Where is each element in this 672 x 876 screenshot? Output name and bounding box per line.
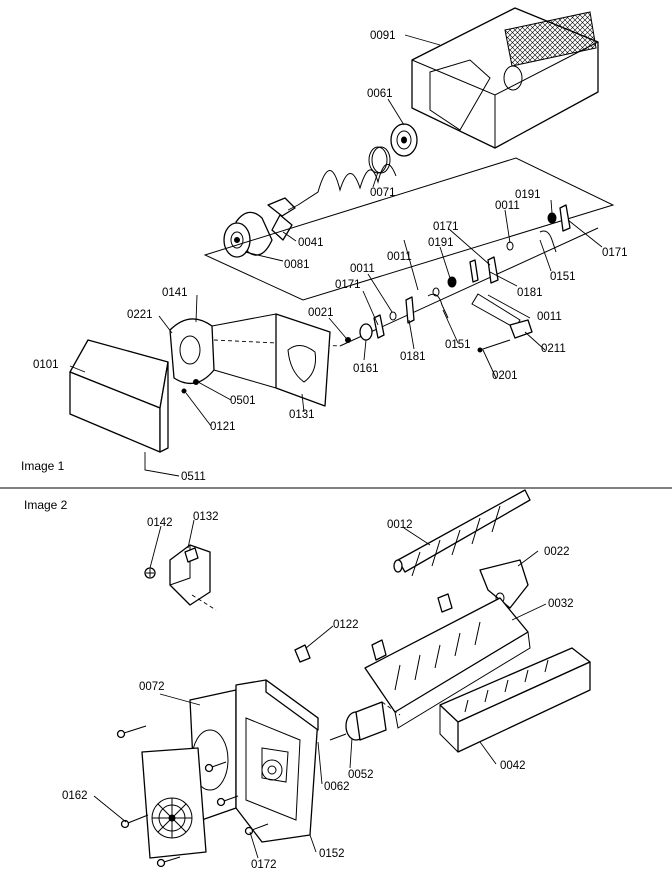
callout-0021: 0021 [308, 307, 334, 319]
callout-0151: 0151 [445, 339, 471, 351]
callout-0141: 0141 [162, 287, 188, 299]
callout-0132: 0132 [193, 511, 219, 523]
ejector-0012 [393, 489, 531, 577]
cover-0101 [69, 339, 169, 453]
callout-0152: 0152 [319, 848, 345, 860]
callout-0071: 0071 [370, 187, 396, 199]
callout-0171: 0171 [602, 247, 628, 259]
callout-0121: 0121 [210, 421, 236, 433]
callout-0032: 0032 [548, 598, 574, 610]
screws-image2 [116, 725, 269, 868]
caption-image-2: Image 2 [24, 498, 68, 512]
callout-0091: 0091 [370, 30, 396, 42]
callout-0151: 0151 [550, 271, 576, 283]
face-plate-0152 [141, 747, 207, 859]
housing-0141 [169, 313, 277, 394]
callout-0161: 0161 [353, 363, 379, 375]
ice-bucket-0091 [411, 7, 599, 149]
callout-0072: 0072 [139, 681, 165, 693]
callout-0221: 0221 [127, 309, 153, 321]
plate-0131 [275, 313, 331, 407]
callout-0061: 0061 [367, 88, 393, 100]
leader-lines [69, 34, 603, 859]
callout-0062: 0062 [324, 781, 350, 793]
callout-0011: 0011 [537, 311, 562, 323]
callout-0211: 0211 [541, 343, 566, 355]
screw-0142 [144, 567, 156, 579]
callout-0181: 0181 [400, 351, 426, 363]
ring-0071 [368, 146, 391, 174]
callout-0501: 0501 [230, 395, 256, 407]
caption-image-1: Image 1 [21, 459, 65, 473]
callout-0011: 0011 [387, 251, 412, 263]
callout-0081: 0081 [284, 259, 310, 271]
motor-0052 [329, 701, 401, 741]
callout-0012: 0012 [387, 519, 413, 531]
control-module-0062 [235, 679, 319, 843]
drum-0081 [223, 211, 273, 258]
callout-0191: 0191 [428, 237, 454, 249]
callout-0171: 0171 [433, 221, 459, 233]
callout-0041: 0041 [298, 237, 324, 249]
callout-0011: 0011 [495, 200, 520, 212]
callout-0042: 0042 [500, 760, 526, 772]
gear-0061 [390, 123, 418, 157]
callout-0011: 0011 [350, 263, 375, 275]
clip-0122 [294, 644, 311, 663]
auger-coil [297, 164, 397, 206]
callout-0511: 0511 [181, 471, 206, 483]
callout-0052: 0052 [348, 769, 374, 781]
bracket-0132 [169, 544, 217, 611]
callout-0201: 0201 [492, 370, 518, 382]
callout-0122: 0122 [333, 619, 359, 631]
callout-0191: 0191 [515, 189, 541, 201]
callout-0172: 0172 [251, 859, 277, 871]
callout-0142: 0142 [147, 517, 173, 529]
assembly-frame [203, 157, 615, 301]
stripper-0022 [479, 559, 529, 609]
shaft-parts [345, 204, 571, 353]
mold-0032 [364, 593, 531, 729]
callout-0181: 0181 [517, 287, 543, 299]
callout-labels: 0091 0061 0071 0041 0081 0011 0191 0171 … [33, 30, 628, 871]
callout-0101: 0101 [33, 359, 59, 371]
callout-0162: 0162 [62, 790, 88, 802]
cover-0042 [439, 647, 591, 753]
callout-0171: 0171 [335, 279, 361, 291]
callout-0131: 0131 [289, 409, 315, 421]
blade-0041 [267, 197, 299, 241]
callout-0022: 0022 [544, 546, 570, 558]
